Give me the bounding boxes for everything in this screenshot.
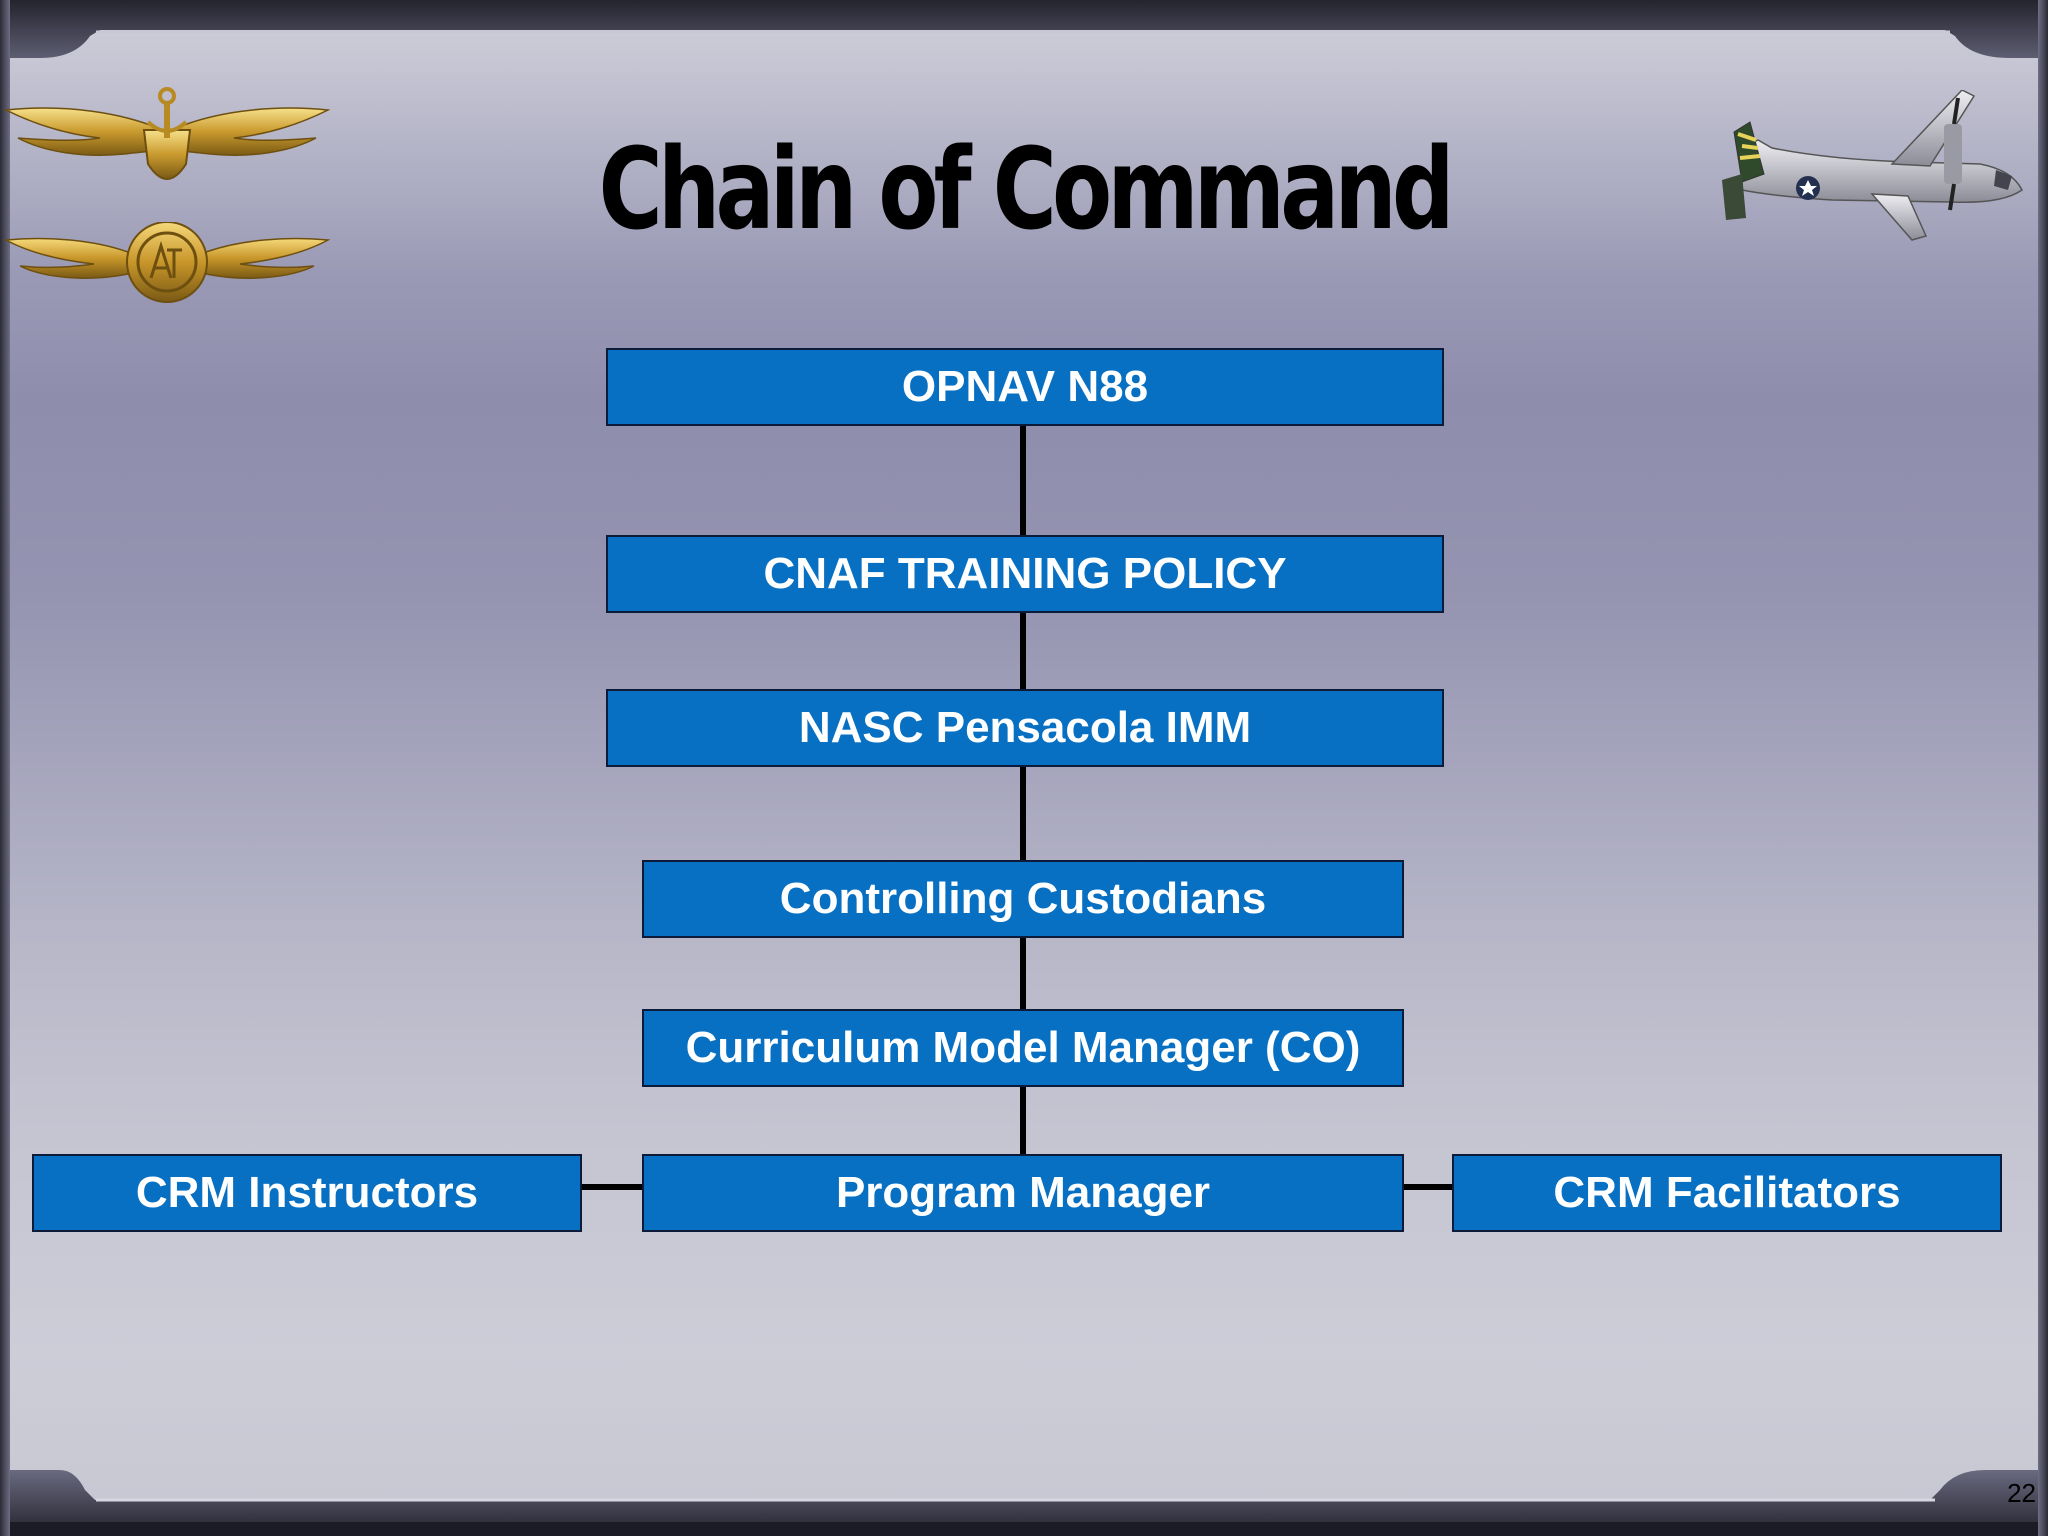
org-node-curriculum-model-manager: Curriculum Model Manager (CO) [642, 1009, 1404, 1087]
naval-aviator-wings-icon [4, 87, 330, 180]
connector-custodians-cmm [1020, 936, 1026, 1010]
air-traffic-control-wings-icon [4, 222, 330, 303]
slide-frame-left [0, 0, 10, 1536]
connector-cmm-program-manager [1020, 1086, 1026, 1156]
connector-instructors-program-manager [580, 1184, 644, 1190]
org-node-opnav-n88: OPNAV N88 [606, 348, 1444, 426]
org-node-nasc-pensacola-imm: NASC Pensacola IMM [606, 689, 1444, 767]
connector-nasc-custodians [1020, 766, 1026, 862]
org-node-crm-instructors: CRM Instructors [32, 1154, 582, 1232]
page-number: 22 [2007, 1478, 2036, 1508]
connector-cnaf-nasc [1020, 612, 1026, 690]
connector-opnav-cnaf [1020, 424, 1026, 536]
org-node-controlling-custodians: Controlling Custodians [642, 860, 1404, 938]
org-node-crm-facilitators: CRM Facilitators [1452, 1154, 2002, 1232]
connector-program-manager-facilitators [1402, 1184, 1454, 1190]
c2-greyhound-aircraft-icon [1722, 90, 2023, 241]
slide-frame-right [2038, 0, 2048, 1536]
slide-title: Chain of Command [598, 125, 1455, 255]
org-node-program-manager: Program Manager [642, 1154, 1404, 1232]
org-node-cnaf-training-policy: CNAF TRAINING POLICY [606, 535, 1444, 613]
slide-frame-bottom [0, 1470, 2048, 1536]
slide-frame-top [0, 0, 2048, 58]
